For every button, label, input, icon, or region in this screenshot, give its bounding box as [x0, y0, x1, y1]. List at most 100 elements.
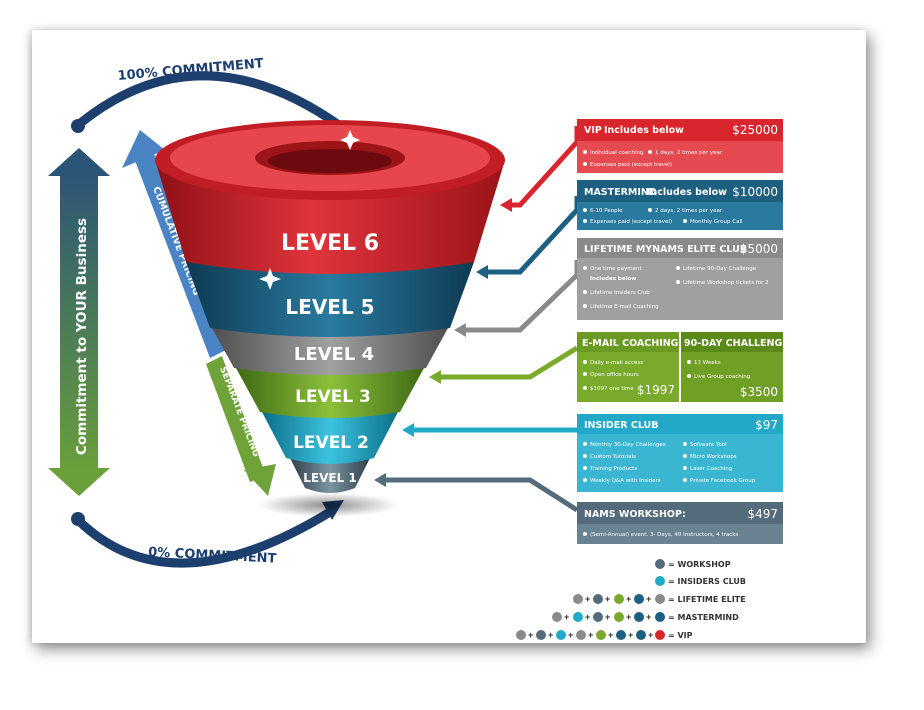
lifetime-title: LIFETIME MYNAMS ELITE CLUB: [584, 244, 747, 255]
workshop-price: $497: [747, 507, 778, 521]
mastermind-subtitle: Includes below: [647, 187, 727, 198]
lifetime-item: Includes below: [590, 276, 636, 282]
vertical-commitment-label: Commitment to YOUR Business: [74, 218, 90, 455]
legend-vip-dots: + + + + + + +: [516, 630, 665, 640]
cumulative-arrowhead-icon: [122, 130, 165, 168]
svg-text:+: +: [628, 630, 633, 640]
level-3-label: LEVEL 3: [295, 387, 371, 407]
vip-item: Individual coaching: [590, 150, 643, 156]
connector-workshop-arrowhead-icon: [374, 473, 386, 487]
insider-title: INSIDER CLUB: [584, 420, 659, 431]
insider-item: Micro Workshops: [690, 454, 737, 460]
svg-text:+: +: [646, 594, 651, 604]
connector-workshop: [380, 477, 579, 513]
svg-text:+: +: [548, 630, 553, 640]
vip-item: Expenses paid (except travel): [590, 162, 672, 168]
challenge-item: 12 Weeks: [694, 360, 721, 366]
connector-mastermind-arrowhead-icon: [476, 265, 488, 279]
svg-text:+: +: [648, 630, 653, 640]
level-6-label: LEVEL 6: [281, 231, 379, 256]
connector-insider-arrowhead-icon: [402, 423, 414, 437]
panel-lifetime: LIFETIME MYNAMS ELITE CLUB $5000 One tim…: [577, 238, 783, 320]
insider-item: Laser Coaching: [690, 466, 732, 472]
sparkle-icon: [340, 130, 360, 150]
insider-price: $97: [755, 418, 778, 432]
email-price: $1997: [637, 383, 675, 397]
svg-text:+: +: [605, 612, 610, 622]
vertical-arrow-down-icon: [48, 468, 110, 496]
email-item: $1097 one time: [590, 386, 634, 392]
panel-insider-club: INSIDER CLUB $97 Monthly 30-Day Challeng…: [577, 414, 783, 492]
vip-price: $25000: [732, 123, 778, 137]
sparkle-icon-2: [259, 268, 281, 290]
svg-text:+: +: [626, 594, 631, 604]
svg-text:+: +: [605, 594, 610, 604]
vertical-commitment-bar: [60, 172, 98, 472]
funnel-level-3: [236, 361, 424, 418]
mastermind-item: 2 days, 2 times per year: [655, 208, 723, 214]
panel-90-day-challenge: 90-DAY CHALLENGE 12 Weeks Live Group coa…: [681, 332, 789, 402]
svg-text:+: +: [528, 630, 533, 640]
connector-level3-arrowhead-icon: [429, 370, 441, 384]
connector-lifetime-arrowhead-icon: [454, 323, 466, 337]
lifetime-item: Lifetime 90-Day Challenge: [683, 266, 757, 272]
separate-pricing-arrow: [206, 356, 266, 482]
lifetime-price: $5000: [740, 242, 778, 256]
mastermind-item: 6-10 People: [590, 208, 623, 214]
svg-text:+: +: [585, 612, 590, 622]
email-title: E-MAIL COACHING: [582, 338, 679, 349]
connector-level3: [435, 345, 579, 380]
funnel-level-5: [186, 251, 474, 337]
svg-text:+: +: [564, 612, 569, 622]
funnel-opening-hole: [268, 149, 392, 173]
vip-item: 1 days, 2 times per year: [655, 150, 723, 156]
workshop-item: (Semi-Annual) event. 3- Days, 40 Instruc…: [590, 532, 738, 538]
lifetime-item: Lifetime Insiders Club: [590, 290, 650, 296]
insider-item: Monthly 30-Day Challenges: [590, 442, 666, 448]
email-item: Daily e-mail access: [590, 360, 643, 366]
challenge-title: 90-DAY CHALLENGE: [684, 338, 789, 349]
email-item: Open office hours: [590, 372, 639, 378]
challenge-item: Live Group coaching: [694, 374, 750, 380]
legend-mastermind-dots: + + + + +: [552, 612, 665, 622]
insider-item: Software Tool: [690, 442, 727, 448]
insider-item: Training Products: [589, 466, 637, 472]
panel-email-coaching: E-MAIL COACHING Daily e-mail access Open…: [577, 332, 679, 402]
panel-mastermind: MASTERMIND Includes below $10000 6-10 Pe…: [577, 180, 783, 230]
bottom-commitment-label: 0% COMMITMENT: [148, 545, 277, 567]
bottom-arc-end-dot: [71, 512, 85, 526]
mastermind-item: Expenses paid (except travel): [590, 219, 672, 225]
lifetime-item: Lifetime E-mail Coaching: [590, 304, 659, 310]
panel-vip: VIP Includes below $25000 Individual coa…: [577, 119, 783, 173]
legend-mastermind: = MASTERMIND: [668, 613, 739, 622]
insider-item: Weekly Q&A with Insiders: [590, 478, 661, 484]
legend: = WORKSHOP = INSIDERS CLUB + + + + = LIF…: [516, 559, 746, 640]
top-arc-end-dot: [71, 119, 85, 133]
lifetime-item: Lifetime Workshop tickets for 2: [683, 280, 769, 286]
workshop-title: NAMS WORKSHOP:: [584, 509, 686, 520]
funnel-level-1: [290, 453, 370, 493]
insider-item: Custom Tutorials: [590, 454, 636, 460]
svg-text:+: +: [588, 630, 593, 640]
top-commitment-arc: [75, 71, 346, 132]
lifetime-item: One time payment: [590, 266, 642, 272]
connector-vip-arrowhead-icon: [500, 198, 512, 212]
legend-insiders-club: = INSIDERS CLUB: [668, 577, 746, 586]
funnel-level-2: [262, 406, 398, 464]
insider-item: Private Facebook Group: [690, 478, 756, 484]
mastermind-title: MASTERMIND: [584, 187, 657, 198]
svg-text:+: +: [568, 630, 573, 640]
legend-vip: = VIP: [668, 631, 693, 640]
svg-text:+: +: [646, 612, 651, 622]
mastermind-price: $10000: [732, 185, 778, 199]
level-1-label: LEVEL 1: [303, 471, 357, 485]
legend-lifetime-elite: = LIFETIME ELITE: [668, 595, 746, 604]
level-4-label: LEVEL 4: [294, 344, 374, 365]
legend-workshop: = WORKSHOP: [668, 560, 731, 569]
vip-title: VIP: [584, 125, 602, 136]
level-2-label: LEVEL 2: [293, 433, 369, 453]
connector-vip: [505, 126, 580, 208]
panel-nams-workshop: NAMS WORKSHOP: $497 (Semi-Annual) event.…: [577, 502, 783, 544]
vip-subtitle: Includes below: [604, 125, 684, 136]
